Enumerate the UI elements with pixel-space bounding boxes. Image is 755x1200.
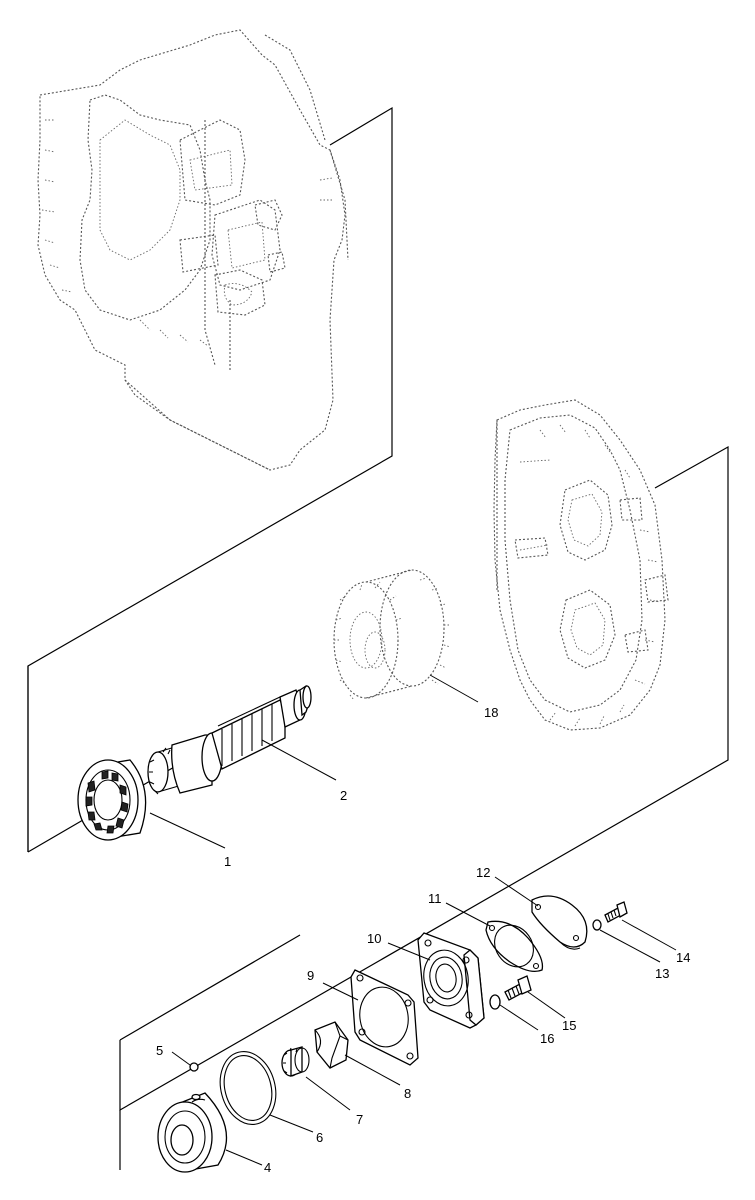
gasket-9	[350, 969, 419, 1066]
reference-planes	[27, 106, 729, 1170]
pinion-7	[281, 1046, 310, 1077]
washer-13	[592, 919, 602, 931]
callout-15: 15	[562, 1018, 576, 1033]
callout-13: 13	[655, 966, 669, 981]
callout-1: 1	[224, 854, 231, 869]
bolt-15	[504, 975, 532, 1001]
callout-8: 8	[404, 1086, 411, 1101]
washer-16	[489, 994, 501, 1010]
gearbox-cover-ghost	[493, 399, 669, 731]
callout-2: 2	[340, 788, 347, 803]
callout-7: 7	[356, 1112, 363, 1127]
gasket-11	[485, 920, 544, 973]
callout-9: 9	[307, 968, 314, 983]
callout-11: 11	[428, 891, 442, 906]
snap-ring-6	[219, 1051, 277, 1125]
ball-5	[189, 1062, 199, 1072]
callout-16: 16	[540, 1031, 554, 1046]
callout-6: 6	[316, 1130, 323, 1145]
callout-18: 18	[484, 705, 498, 720]
roller-bearing-1	[77, 759, 147, 841]
gear-18	[333, 569, 451, 701]
callout-10: 10	[367, 931, 381, 946]
callout-14: 14	[676, 950, 690, 965]
bolt-14	[604, 901, 628, 923]
hex-plug-8	[314, 1021, 349, 1069]
shaft-2	[147, 684, 312, 795]
callout-4: 4	[264, 1160, 271, 1175]
blank-cover-12	[531, 895, 588, 950]
leader-lines	[149, 674, 677, 1166]
callout-labels: 1 2 4 5 6 7 8 9 10 11 12 13 14 15 16 18	[156, 705, 690, 1175]
callout-5: 5	[156, 1043, 163, 1058]
transmission-housing-ghost	[37, 29, 349, 471]
cover-flange-10	[417, 932, 485, 1029]
callout-12: 12	[476, 865, 490, 880]
ball-bearing-4	[157, 1092, 228, 1173]
